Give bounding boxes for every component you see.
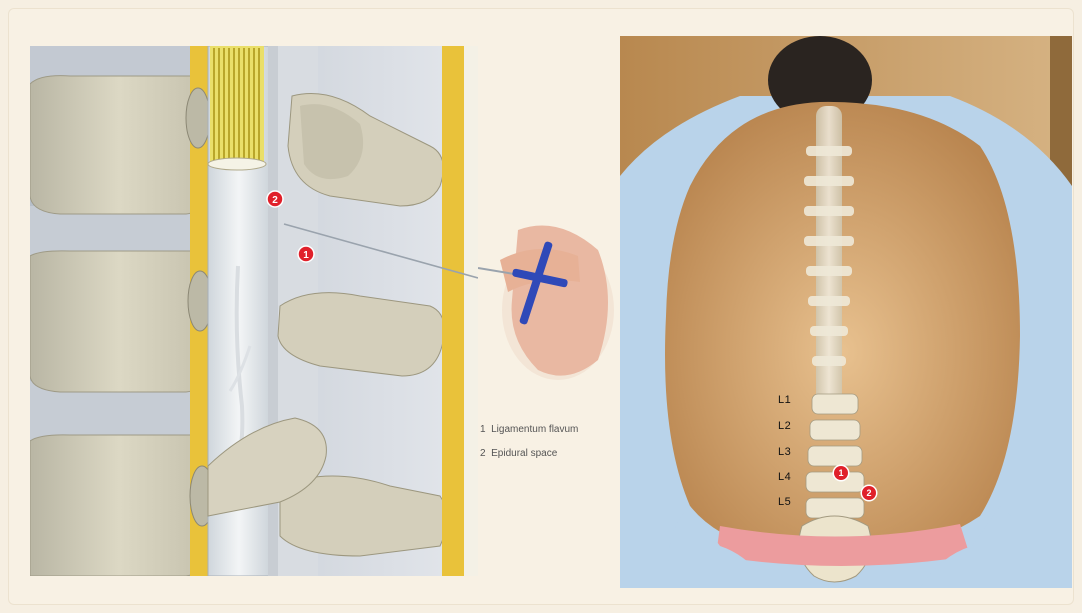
legend: 1 Ligamentum flavum 2 Epidural space	[480, 418, 620, 466]
level-label-l4: L4	[778, 471, 791, 483]
marker-1-photo: 1	[834, 466, 848, 480]
marker-2-photo: 2	[862, 486, 876, 500]
spine-illustration: 2 1	[30, 46, 478, 576]
marker-1: 1	[298, 246, 314, 262]
svg-text:1: 1	[303, 250, 309, 261]
marker-2: 2	[267, 191, 283, 207]
patient-back-photo: L1 L2 L3 L4 L5 1 2	[620, 36, 1072, 588]
legend-item-1: 1 Ligamentum flavum	[480, 418, 620, 442]
hand	[512, 226, 608, 376]
supraspinous-ligament	[442, 46, 464, 576]
level-label-l1: L1	[778, 394, 791, 406]
svg-text:2: 2	[272, 195, 278, 206]
level-label-l3: L3	[778, 446, 791, 458]
needle-hand-inset	[478, 220, 618, 390]
level-label-l5: L5	[778, 496, 791, 508]
legend-item-2: 2 Epidural space	[480, 442, 620, 466]
level-label-l2: L2	[778, 420, 791, 432]
vertebral-bodies	[30, 76, 208, 576]
